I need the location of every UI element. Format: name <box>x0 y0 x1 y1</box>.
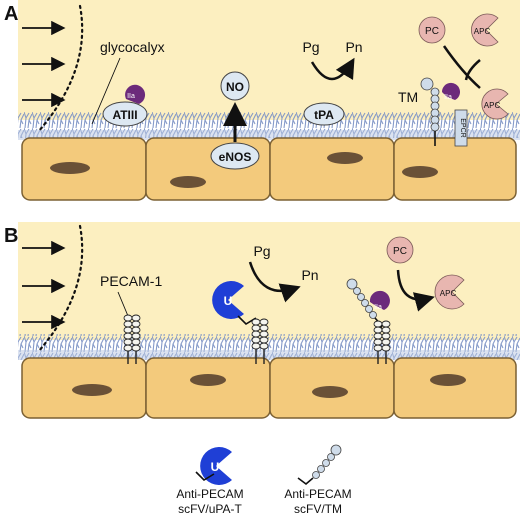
thrombin-pacman <box>125 84 146 104</box>
atiii-complex: ATIII IIa <box>102 84 148 127</box>
legend-upa-letter: U <box>211 460 220 474</box>
atiii-label: ATIII <box>112 108 137 122</box>
apc-label-top: APC <box>474 27 491 36</box>
tpa-ellipse <box>303 102 345 126</box>
legend-upa-pacman <box>200 447 232 486</box>
tpa-label: tPA <box>314 108 334 122</box>
thrombin-label: IIa <box>127 93 135 100</box>
pc-label-a: PC <box>425 26 439 37</box>
endothelial-cell <box>393 357 517 419</box>
tm-molecule <box>420 77 440 146</box>
upa-pacman <box>212 281 244 319</box>
apc-label-b: APC <box>440 289 457 298</box>
pecam-dimer-3 <box>373 320 391 364</box>
epcr-label: EPCR <box>459 118 466 137</box>
thrombin-label-tm: IIa <box>444 94 452 101</box>
vessel-lumen-b <box>18 222 520 340</box>
panel-b: B PECAM-1 U <box>4 222 520 419</box>
no-label: NO <box>226 80 244 94</box>
legend-tm-line1: Anti-PECAM <box>284 487 351 501</box>
nucleus <box>170 176 206 188</box>
apc-pacman-bottom <box>481 88 509 120</box>
upa-label: U <box>224 294 233 308</box>
glycocalyx-pointer <box>91 57 121 125</box>
apc-pacman-top <box>471 13 499 47</box>
pc-label-b: PC <box>393 246 407 257</box>
pecam-dimer-1 <box>123 314 141 364</box>
pg-to-pn-arrow-a <box>310 57 355 81</box>
thrombin-label-b: IIa <box>374 304 382 311</box>
endothelial-cells-b <box>21 357 517 419</box>
upa-conjugate: U Pg Pn <box>212 243 319 364</box>
vessel-lumen-a <box>18 0 520 120</box>
legend-upa-symbol: U <box>195 447 232 486</box>
flow-profile-curve-a <box>36 4 84 134</box>
nucleus <box>327 152 363 164</box>
nucleus <box>430 374 466 386</box>
epcr-box <box>454 109 468 147</box>
tm-epcr-group: PC APC APC TM IIa EPCR <box>398 13 509 147</box>
endothelial-cell <box>269 137 395 201</box>
legend: U Anti-PECAM scFV/uPA-T Anti-PECAM scFV/… <box>176 444 352 516</box>
thrombin-pacman-tm <box>441 82 460 100</box>
tm-molecule-b <box>346 278 377 319</box>
panel-letter-b: B <box>4 225 18 247</box>
endothelial-cell <box>145 357 271 419</box>
legend-tm-symbol <box>297 444 342 486</box>
legend-tm-line2: scFV/TM <box>294 502 342 516</box>
nucleus <box>312 386 348 398</box>
enos-label: eNOS <box>219 150 252 164</box>
pg-label-a: Pg <box>302 39 319 55</box>
tm-conjugate: IIa PC APC <box>346 236 465 364</box>
pc-to-apc-arrow-b <box>396 269 435 312</box>
pc-circle-b <box>386 236 414 264</box>
flow-arrows-b <box>22 240 66 330</box>
endothelial-cells-a <box>21 137 517 201</box>
pn-label-a: Pn <box>345 39 362 55</box>
nucleus <box>50 162 90 174</box>
pecam-dimer-2 <box>251 318 269 364</box>
pg-label-b: Pg <box>253 243 270 259</box>
apc-pacman-b <box>434 274 465 310</box>
nucleus <box>72 384 112 396</box>
nucleus <box>402 166 438 178</box>
enos-ellipse <box>210 142 260 170</box>
no-circle <box>220 71 250 101</box>
apc-label-bottom: APC <box>484 101 501 110</box>
atiii-ellipse <box>102 101 148 127</box>
pc-circle-a <box>418 16 446 44</box>
legend-upa-line2: scFV/uPA-T <box>178 502 242 516</box>
enos-no-group: NO eNOS <box>210 71 260 170</box>
pecam-pointer <box>117 291 129 317</box>
tm-label: TM <box>398 89 418 105</box>
pg-to-pn-arrow-b <box>248 261 301 303</box>
flow-arrows-a <box>22 20 66 108</box>
pc-activation-arrow <box>442 45 481 89</box>
flow-profile-curve-b <box>36 224 84 354</box>
pecam-label: PECAM-1 <box>100 273 162 289</box>
thrombin-pacman-b <box>369 290 390 310</box>
nucleus <box>190 374 226 386</box>
glycocalyx-label: glycocalyx <box>100 39 165 55</box>
panel-letter-a: A <box>4 3 18 25</box>
legend-upa-line1: Anti-PECAM <box>176 487 243 501</box>
pn-label-b: Pn <box>301 267 318 283</box>
tpa-group: Pg Pn tPA <box>302 39 363 126</box>
panel-a: A glycocalyx ATIII IIa NO eNOS Pg <box>4 0 520 201</box>
